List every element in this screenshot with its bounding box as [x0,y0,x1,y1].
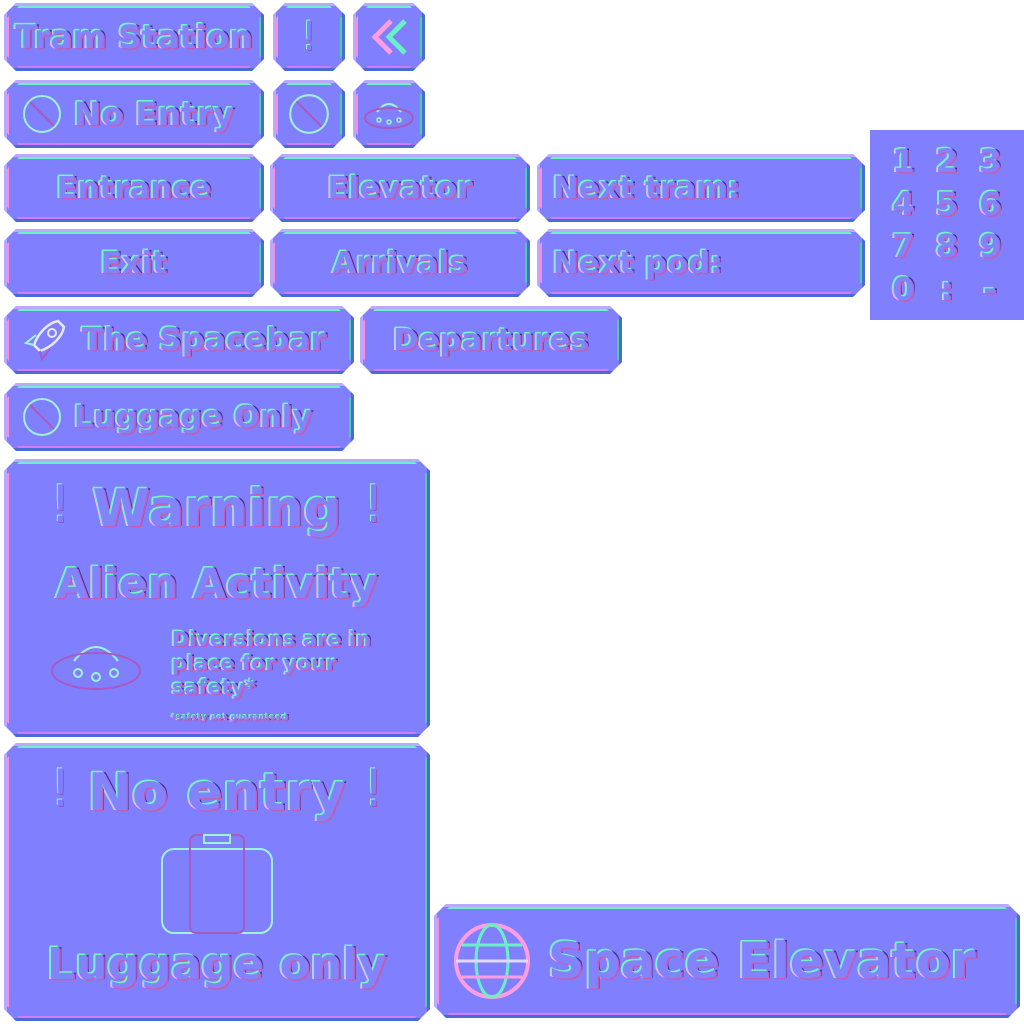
no-entry-icon [20,92,64,136]
digit-dash: - [983,269,998,308]
space-elevator-sign: Space Elevator [434,904,1020,1018]
exit-sign: Exit [4,229,264,297]
no-entry-title: No entry [87,763,347,823]
no-entry-sign: No Entry [4,80,264,148]
no-entry-luggage-panel: ! ! No entry Luggage only [4,743,430,1021]
exit-label: Exit [100,245,168,281]
digit-9: 9 [978,227,1002,266]
luggage-only-title: Luggage only [46,939,388,990]
space-elevator-label: Space Elevator [548,932,976,990]
arrivals-label: Arrivals [332,245,468,281]
no-entry-icon [286,91,332,137]
digit-6: 6 [978,184,1002,223]
exclamation-icon: ! [50,475,71,535]
luggage-only-sign: Luggage Only [4,383,354,451]
digit-colon: : [940,269,954,308]
globe-icon [452,921,532,1001]
exclamation-icon: ! [363,759,384,819]
spacebar-label: The Spacebar [82,322,327,358]
digit-2: 2 [935,142,959,181]
warning-footnote: *safety not guaranteed [172,713,289,722]
no-entry-icon-sign [273,80,345,148]
digit-5: 5 [935,184,959,223]
warning-body: Diversions are in place for your safety* [172,627,372,699]
no-entry-label: No Entry [74,95,235,133]
suitcase-icon [154,829,280,939]
ufo-icon-sign [353,80,425,148]
elevator-sign: Elevator [270,154,530,222]
entrance-sign: Entrance [4,154,264,222]
luggage-only-label: Luggage Only [74,399,313,435]
tram-station-sign: Tram Station [4,3,264,71]
warning-subtitle: Alien Activity [55,559,379,608]
entrance-label: Entrance [56,170,212,206]
digit-1: 1 [892,142,916,181]
double-chevron-left-icon [365,13,413,61]
digit-3: 3 [978,142,1002,181]
back-sign [353,3,425,71]
rocket-icon [18,313,72,367]
next-tram-label: Next tram: [553,170,741,206]
warning-title: Warning [92,479,342,539]
departures-label: Departures [393,322,589,358]
digit-7: 7 [892,227,916,266]
exclamation-icon: ! [50,759,71,819]
next-pod-sign: Next pod: [537,229,865,297]
digit-panel: 1 2 3 4 5 6 7 8 9 0 : - [870,130,1024,320]
arrivals-sign: Arrivals [270,229,530,297]
spacebar-sign: The Spacebar [4,306,354,374]
digit-8: 8 [935,227,959,266]
warning-panel: ! ! Warning Alien Activity Diversions ar… [4,459,430,737]
next-pod-label: Next pod: [553,245,723,281]
ufo-icon [46,629,146,699]
digit-0: 0 [892,269,916,308]
exclamation-sign: ! [273,3,345,71]
ufo-icon [361,94,417,134]
digit-4: 4 [892,184,916,223]
exclamation-icon: ! [300,14,318,60]
no-entry-icon [20,395,64,439]
next-tram-sign: Next tram: [537,154,865,222]
tram-station-label: Tram Station [15,18,253,56]
exclamation-icon: ! [363,475,384,535]
elevator-label: Elevator [327,170,473,206]
departures-sign: Departures [360,306,622,374]
